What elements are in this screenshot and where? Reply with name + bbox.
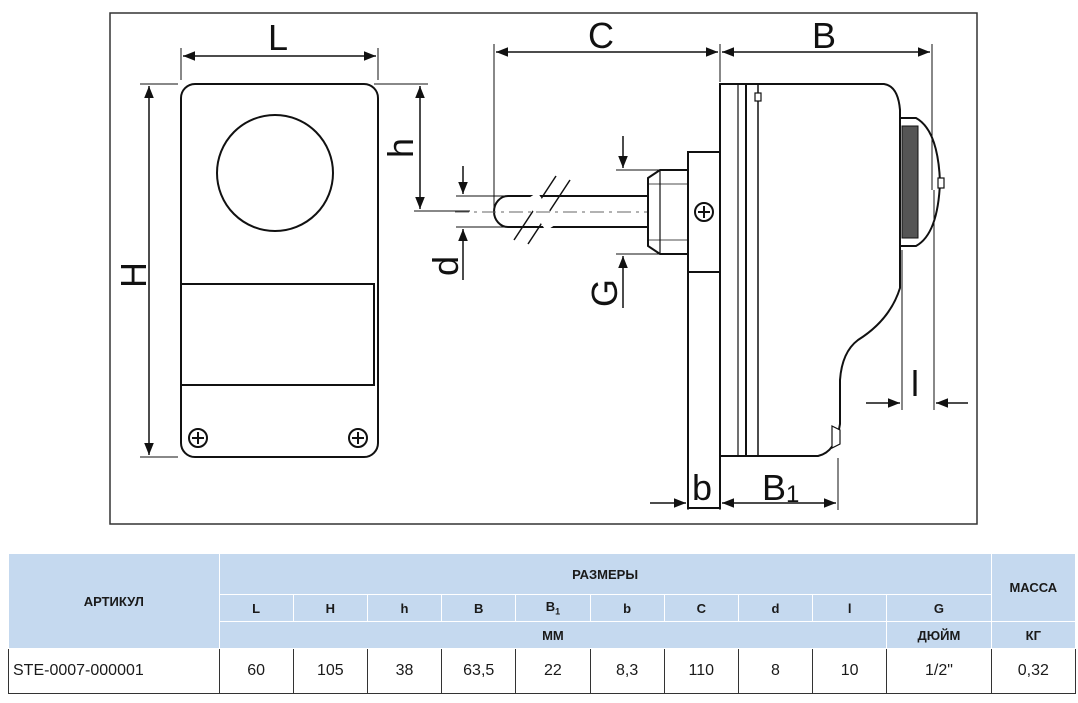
col-C: C xyxy=(663,594,739,622)
dim-H: H xyxy=(113,83,178,458)
base-plate xyxy=(719,83,747,457)
front-label-area xyxy=(180,283,375,386)
dim-B1: B 1 xyxy=(722,458,839,510)
col-d: d xyxy=(737,594,814,622)
cell-G: 1/2" xyxy=(886,648,992,694)
dim-B: B xyxy=(722,15,933,190)
technical-drawing: L H h xyxy=(109,12,978,525)
cell-H: 105 xyxy=(292,648,368,694)
cell-article: STE-0007-000001 xyxy=(8,648,220,694)
col-B1: B1 xyxy=(515,594,591,622)
dim-d: d xyxy=(425,166,505,280)
header-dimensions: РАЗМЕРЫ xyxy=(218,553,992,595)
spec-table: АРТИКУЛ РАЗМЕРЫ МАССА L H h B B1 b C d l… xyxy=(8,553,1077,694)
col-l: l xyxy=(812,594,888,622)
units-kg: КГ xyxy=(990,621,1077,649)
col-h: h xyxy=(366,594,443,622)
label-d: d xyxy=(425,256,466,276)
label-B1-sub: 1 xyxy=(786,481,799,508)
front-screw-left xyxy=(188,428,208,448)
dim-G: G xyxy=(584,136,660,308)
dim-C: C xyxy=(493,15,721,208)
nut-screw xyxy=(694,202,714,222)
front-dial-window xyxy=(216,114,334,232)
header-mass: МАССА xyxy=(990,553,1077,622)
cell-d: 8 xyxy=(737,648,814,694)
cell-mass: 0,32 xyxy=(990,648,1077,694)
knob-knurl xyxy=(901,125,919,239)
cell-b: 8,3 xyxy=(589,648,665,694)
label-G: G xyxy=(584,279,625,307)
dim-l: l xyxy=(866,190,968,410)
col-B: B xyxy=(441,594,517,622)
label-L: L xyxy=(268,17,288,58)
label-l: l xyxy=(911,363,919,404)
label-B: B xyxy=(812,15,836,56)
front-view xyxy=(180,83,379,458)
dim-L: L xyxy=(180,17,379,80)
label-H: H xyxy=(113,262,154,288)
header-article: АРТИКУЛ xyxy=(8,553,220,649)
label-B1: B xyxy=(762,467,786,508)
col-b: b xyxy=(589,594,665,622)
dim-h: h xyxy=(374,83,470,212)
thread-fitting xyxy=(647,169,689,255)
col-L: L xyxy=(218,594,294,622)
cell-B: 63,5 xyxy=(441,648,517,694)
units-inch: ДЮЙМ xyxy=(886,621,992,649)
col-H: H xyxy=(292,594,368,622)
col-G: G xyxy=(886,594,992,622)
front-screw-right xyxy=(348,428,368,448)
units-mm: ММ xyxy=(218,621,888,649)
col-B1-main: B xyxy=(545,599,556,615)
cell-B1: 22 xyxy=(515,648,591,694)
label-b: b xyxy=(692,467,712,508)
cell-h: 38 xyxy=(366,648,443,694)
side-view xyxy=(455,83,945,509)
label-C: C xyxy=(588,15,614,56)
col-B1-sub: 1 xyxy=(555,606,561,617)
label-h: h xyxy=(380,138,421,158)
cell-L: 60 xyxy=(218,648,294,694)
dim-b: b xyxy=(650,458,721,510)
mounting-plate xyxy=(687,271,721,509)
table-row: STE-0007-000001 60 105 38 63,5 22 8,3 11… xyxy=(8,648,1077,694)
cell-C: 110 xyxy=(663,648,739,694)
cell-l: 10 xyxy=(812,648,888,694)
